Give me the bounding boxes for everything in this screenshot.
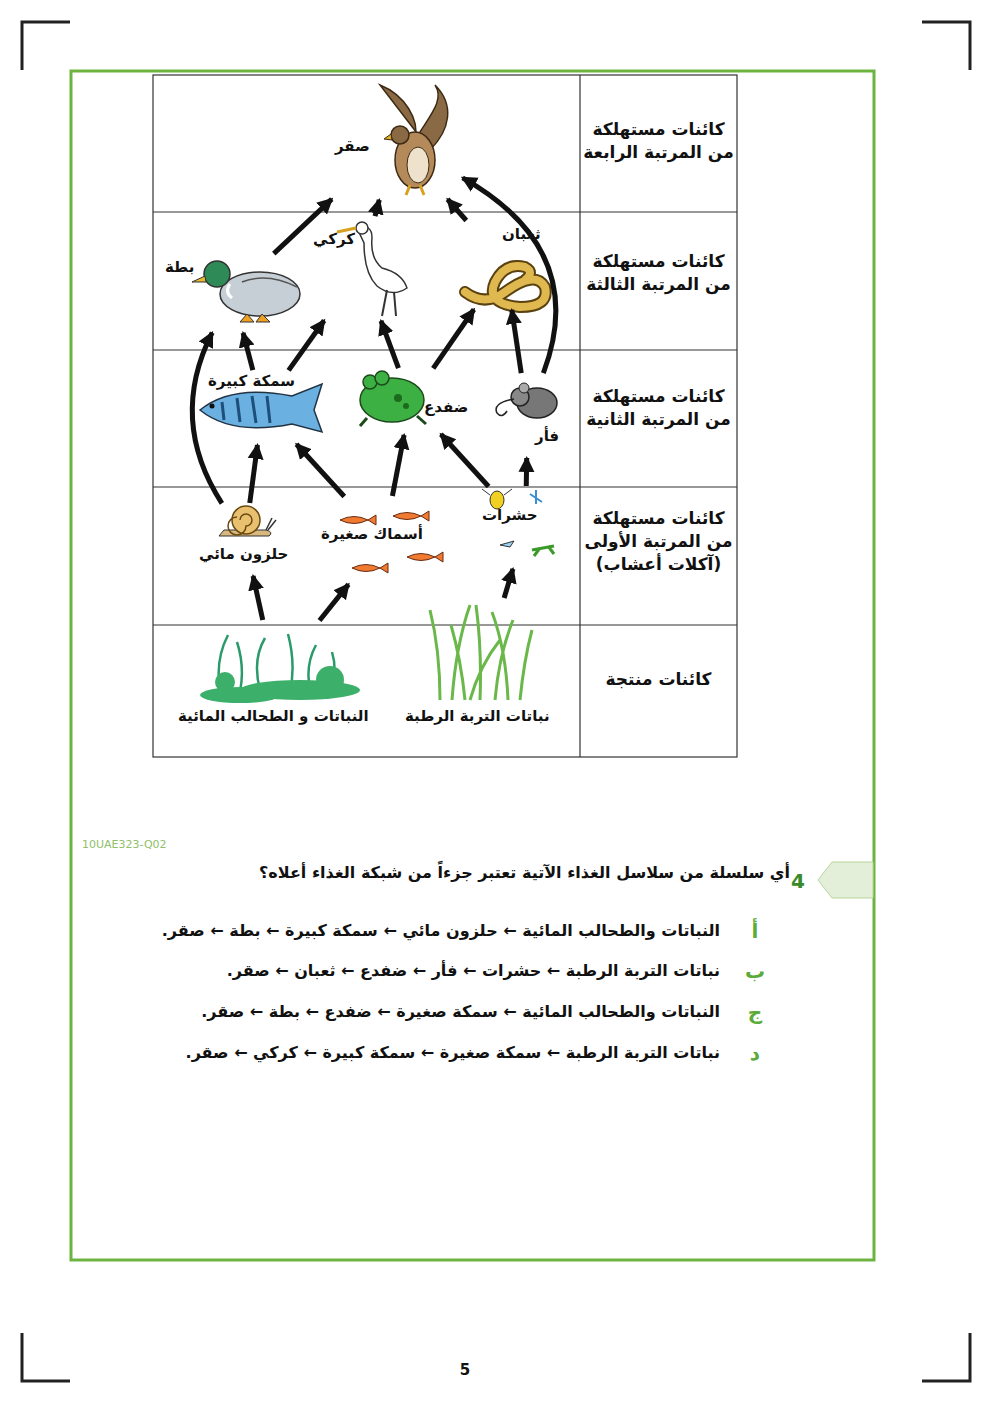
organism-label: بطة bbox=[165, 258, 194, 276]
question-text: أي سلسلة من سلاسل الغذاء الآتية تعتبر جز… bbox=[90, 862, 790, 884]
food-arrow bbox=[433, 309, 474, 368]
question-text: النباتات والطحالب المائية ← حلزون مائي ←… bbox=[80, 920, 720, 942]
food-arrow bbox=[524, 458, 530, 486]
organism-node: النباتات و الطحالب المائية bbox=[172, 622, 378, 730]
organism-label: ضفدع bbox=[424, 398, 468, 416]
question-text: ب bbox=[740, 958, 770, 985]
food-arrow bbox=[289, 320, 325, 370]
organism-label: فأر bbox=[535, 427, 559, 445]
food-arrow bbox=[463, 178, 556, 373]
organism-label: النباتات و الطحالب المائية bbox=[178, 707, 369, 725]
food-arrow bbox=[392, 435, 404, 496]
question-text: 10UAE323-Q02 bbox=[82, 838, 202, 853]
food-arrow bbox=[296, 444, 344, 496]
question-text: أ bbox=[740, 918, 770, 945]
food-arrow bbox=[441, 434, 489, 486]
food-arrow bbox=[381, 321, 398, 368]
organism-node: صقر bbox=[330, 82, 460, 197]
organism-label: كركي bbox=[313, 230, 355, 248]
food-arrow bbox=[250, 445, 258, 503]
organism-node: أسماك صغيرة bbox=[318, 498, 450, 582]
food-arrow bbox=[448, 199, 467, 220]
organism-node: فأر bbox=[485, 375, 570, 455]
food-arrow bbox=[253, 576, 263, 620]
organism-node: حشرات bbox=[478, 488, 573, 566]
food-arrow bbox=[375, 200, 379, 216]
food-arrow bbox=[320, 584, 349, 620]
organism-label: سمكة كبيرة bbox=[208, 372, 295, 390]
organism-label: ثعبان bbox=[502, 225, 541, 243]
food-arrow bbox=[192, 333, 222, 504]
food-arrow bbox=[504, 569, 513, 598]
organism-label: حلزون مائي bbox=[199, 545, 288, 563]
organism-node: نباتات التربة الرطبة bbox=[395, 600, 573, 730]
organism-node: بطة bbox=[160, 255, 305, 330]
organism-node: كركي bbox=[308, 218, 415, 318]
food-arrow bbox=[243, 333, 253, 370]
organism-label: حشرات bbox=[482, 506, 538, 524]
question-text: النباتات والطحالب المائية ← سمكة صغيرة ←… bbox=[80, 1001, 720, 1023]
organism-node: ثعبان bbox=[450, 222, 560, 307]
organism-node: ضفدع bbox=[350, 370, 471, 432]
organism-label: أسماك صغيرة bbox=[321, 525, 423, 543]
row-heading: كائنات منتجة bbox=[580, 668, 737, 691]
row-heading: كائنات مستهلكة من المرتبة الثانية bbox=[580, 385, 737, 431]
question-text: نباتات التربة الرطبة ← حشرات ← فأر ← ضفد… bbox=[80, 960, 720, 982]
question-text: د bbox=[740, 1040, 770, 1067]
question-text: نباتات التربة الرطبة ← سمكة صغيرة ← سمكة… bbox=[80, 1042, 720, 1064]
organism-node: سمكة كبيرة bbox=[190, 372, 335, 442]
food-arrow bbox=[512, 310, 521, 373]
question-text: 5 bbox=[450, 1360, 480, 1380]
row-heading: كائنات مستهلكة من المرتبة الرابعة bbox=[580, 118, 737, 164]
row-heading: كائنات مستهلكة من المرتبة الثالثة bbox=[580, 250, 737, 296]
organism-node: حلزون مائي bbox=[195, 505, 295, 573]
question-text: ج bbox=[740, 999, 770, 1026]
organism-label: نباتات التربة الرطبة bbox=[405, 707, 550, 725]
organism-label: صقر bbox=[335, 137, 370, 155]
row-heading: كائنات مستهلكة من المرتبة الأولى (آكلات … bbox=[580, 507, 737, 576]
